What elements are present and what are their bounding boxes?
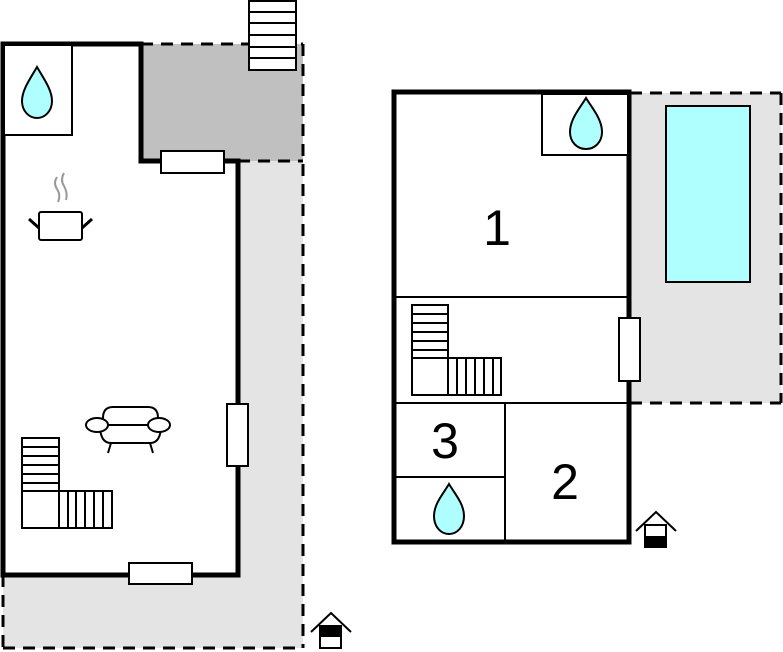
door	[128, 562, 193, 585]
ground-floor-plan	[0, 0, 352, 650]
staircase-icon	[411, 304, 502, 396]
window	[226, 403, 249, 467]
pool-icon	[665, 105, 751, 283]
window	[618, 317, 641, 382]
room-1-label: 1	[483, 200, 511, 256]
window	[160, 150, 225, 174]
entrance-icon	[635, 510, 677, 548]
staircase-icon	[248, 0, 297, 71]
entrance-icon	[310, 611, 352, 649]
water-drop-icon	[568, 96, 604, 151]
room-3-label: 3	[431, 413, 459, 469]
staircase-icon	[21, 437, 113, 529]
sofa-icon	[85, 406, 171, 454]
upper-floor-plan: 1 3 2	[391, 89, 783, 548]
water-drop-icon	[20, 65, 54, 120]
water-drop-icon	[432, 482, 466, 536]
cooking-pot-icon	[27, 172, 94, 241]
room-2-label: 2	[551, 454, 579, 510]
